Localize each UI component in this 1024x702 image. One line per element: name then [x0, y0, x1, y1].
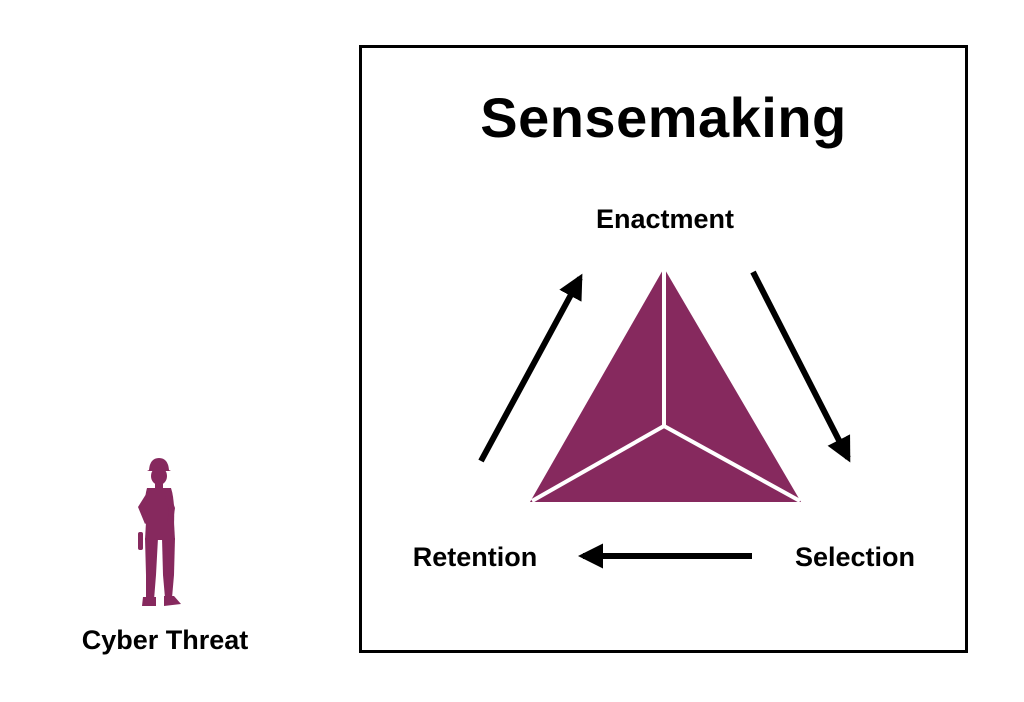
- stage-label-selection: Selection: [794, 542, 916, 572]
- arrow-enactment-to-selection: [750, 270, 851, 463]
- cyber-threat-label: Cyber Threat: [81, 625, 249, 655]
- stage-label-retention: Retention: [412, 542, 538, 572]
- arrow-retention-to-enactment: [478, 273, 583, 463]
- sensemaking-frame: [359, 45, 968, 653]
- stage-label-enactment: Enactment: [595, 204, 735, 234]
- worker-silhouette-icon: [138, 458, 181, 606]
- tetrahedron-icon: [530, 268, 801, 503]
- diagram-title: Sensemaking: [480, 86, 847, 149]
